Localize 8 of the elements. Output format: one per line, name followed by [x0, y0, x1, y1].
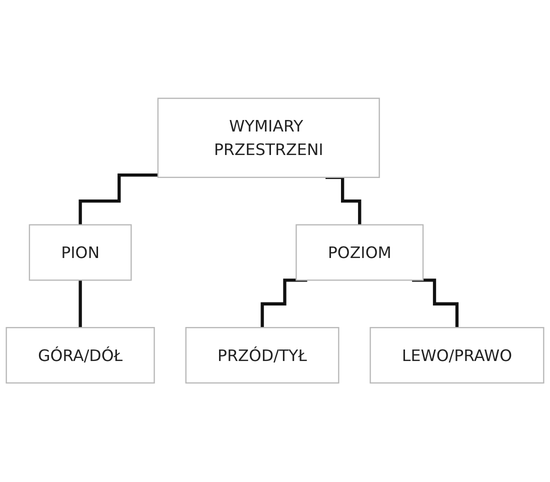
connector [78, 278, 82, 330]
node-box: GÓRA/DÓŁ [6, 327, 155, 384]
connector [78, 174, 158, 227]
node-box: POZIOM [296, 224, 424, 282]
node-box: PION [28, 224, 132, 282]
node-box: WYMIARY PRZESTRZENI [157, 98, 380, 178]
node-box: LEWO/PRAWO [370, 327, 544, 384]
node-box: PRZÓD/TYŁ [185, 327, 340, 384]
